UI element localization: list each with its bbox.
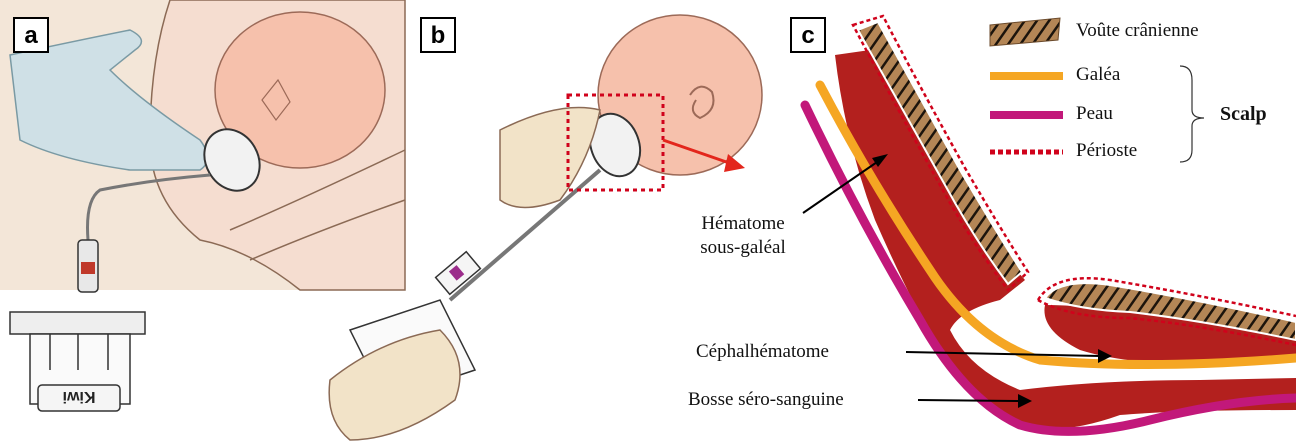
annotation-cephalhematome: Céphalhématome — [696, 341, 829, 363]
panel-label-b: b — [420, 17, 456, 53]
legend-label-galea: Galéa — [1076, 64, 1120, 86]
panel-label-c: c — [790, 17, 826, 53]
legend-label-periosteum: Périoste — [1076, 140, 1137, 162]
panel-a-illustration: Kiwi — [0, 0, 405, 411]
annotation-hematome-line1: Hématome — [678, 212, 808, 236]
legend-group-scalp: Scalp — [1220, 103, 1267, 126]
annotation-hematome: Hématome sous-galéal — [678, 212, 808, 260]
legend-label-bone: Voûte crânienne — [1076, 20, 1199, 42]
arrow-bosse — [918, 400, 1020, 401]
handle-top — [10, 312, 145, 334]
annotation-bosse: Bosse séro-sanguine — [688, 389, 844, 411]
legend-swatch-bone — [990, 18, 1060, 46]
panel-c-diagram — [803, 16, 1296, 431]
annotation-hematome-line2: sous-galéal — [678, 236, 808, 260]
operator-hand-bottom — [329, 330, 460, 440]
scalp-brace — [1180, 66, 1204, 162]
panel-label-a: a — [13, 17, 49, 53]
operator-hand-top — [500, 108, 600, 208]
vacuum-indicator-red — [81, 262, 95, 274]
brand-text: Kiwi — [63, 388, 96, 405]
arrow-cephalhematome — [906, 352, 1100, 356]
legend-label-skin: Peau — [1076, 103, 1113, 125]
